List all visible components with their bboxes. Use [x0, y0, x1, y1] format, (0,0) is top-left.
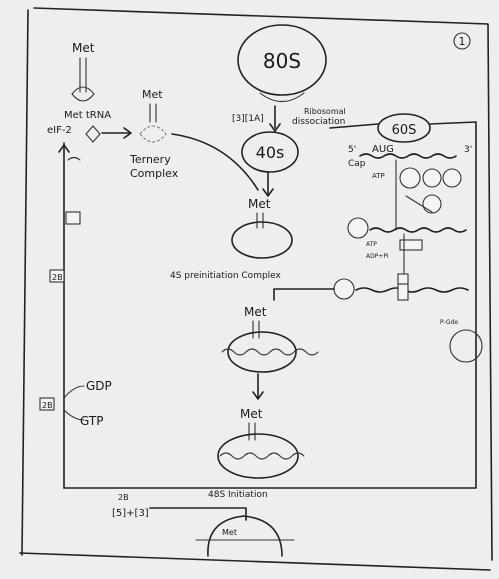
five-prime-label: 5' — [348, 145, 356, 155]
trna-loop — [72, 87, 94, 101]
complex-mid-shape — [228, 332, 296, 372]
factor-circle-4f — [423, 195, 441, 213]
ternary-loop — [140, 126, 166, 142]
final-80s-shape — [208, 516, 282, 556]
pi-label: P-Gde — [440, 319, 458, 326]
trna-43s-stem — [257, 213, 263, 228]
ternary-trna-stem — [150, 104, 156, 122]
atp-label-2: ATP — [366, 241, 377, 248]
eif2-label: eIF-2 — [47, 125, 72, 136]
atp-label: ATP — [372, 172, 385, 180]
ribosome-80s-label: 80S — [263, 49, 301, 73]
factor-circle-4a — [400, 168, 420, 188]
ternary-complex-line1: Ternery — [129, 153, 171, 166]
cap-label: Cap — [348, 159, 366, 169]
page-number: 1 — [459, 35, 466, 48]
ternary-complex-line2: Complex — [130, 167, 179, 180]
met-ternary-label: Met — [142, 88, 163, 101]
subunit-60s-label: 60S — [392, 123, 417, 138]
factor-box-small — [398, 274, 408, 284]
factor-circle-join — [334, 279, 354, 299]
preinitiation-43s-label: 4S preinitiation Complex — [170, 271, 282, 281]
factor-box-upper — [66, 212, 80, 224]
cap-binding-circle — [348, 218, 368, 238]
gdp-label: GDP — [86, 379, 112, 393]
scanning-box — [398, 284, 408, 300]
factor-circle-4e — [443, 169, 461, 187]
mrna-in-low-complex — [220, 453, 304, 459]
tick-mark-top — [68, 158, 80, 161]
factor-circle-4b — [423, 169, 441, 187]
adp-pi-label: ADP+Pi — [366, 253, 389, 260]
bottom-recycle-line — [64, 346, 476, 488]
complex-low-shape — [218, 434, 298, 478]
factor-5-plus-3-label: [5]+[3] — [112, 508, 149, 519]
pi-circle — [450, 330, 482, 362]
met-bottom-label: Met — [222, 528, 237, 537]
mrna-bottom — [356, 288, 468, 292]
factor-2b-left-label: 2B — [52, 273, 63, 282]
eif2-diamond — [86, 126, 100, 142]
met-top-label: Met — [72, 41, 95, 55]
mrna-middle — [370, 228, 466, 232]
gtp-label: GTP — [80, 414, 103, 428]
ribosomal-dissociation-line2: dissociation — [292, 117, 345, 127]
complex-43s-shape — [232, 222, 292, 258]
trna-low-stem — [249, 423, 255, 440]
factor-box-right — [400, 240, 422, 250]
ribosomal-dissociation-line1: Ribosomal — [304, 107, 346, 116]
mrna-in-complex — [222, 349, 318, 355]
factor-2b-low-label: 2B — [118, 493, 129, 502]
met-low-label: Met — [240, 407, 263, 421]
dissociation-factor-label: [3][1A] — [232, 114, 264, 124]
met-mid-label: Met — [244, 305, 267, 319]
three-prime-label: 3' — [464, 145, 472, 155]
gdp-branch — [64, 386, 84, 398]
line-60s-to-recycle — [430, 122, 476, 346]
subunit-40s-label: 40s — [256, 143, 285, 162]
trna-mid-stem — [253, 321, 259, 338]
met-43s-label: Met — [248, 197, 271, 211]
initiation-48s-label: 48S Initiation — [208, 490, 268, 500]
met-trna-label: Met tRNA — [64, 110, 111, 121]
line-join-to-complex — [274, 289, 334, 300]
factor-2b-label: 2B — [42, 401, 53, 410]
